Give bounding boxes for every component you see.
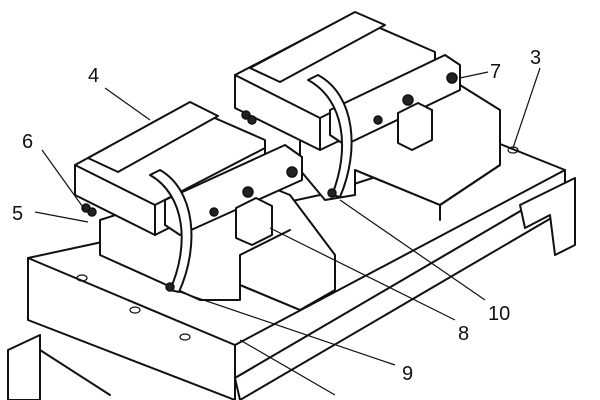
mounting-hole [179,333,191,341]
leader-7 [459,71,489,79]
bolt [81,203,91,213]
fixture-unit-rear [234,11,501,221]
mounting-hole [76,274,88,282]
bolt [165,282,175,292]
bolt [327,188,337,198]
leader-3 [512,67,541,149]
bolt [242,186,254,198]
leader-bottom [239,339,336,396]
bolt [247,115,257,125]
leader-5 [34,211,89,223]
bolt [373,115,383,125]
callout-8: 8 [458,323,469,345]
leader-6 [41,149,86,211]
callouts: 3 4 5 6 7 8 9 10 [12,47,541,385]
bolt [446,72,458,84]
bolt [209,207,219,217]
callout-6: 6 [22,131,33,153]
callout-3: 3 [530,47,541,69]
leader-9 [179,291,396,366]
bolt [241,110,251,120]
leader-8 [269,227,456,321]
callout-5: 5 [12,203,23,225]
callout-7: 7 [490,61,501,83]
bolt [402,94,414,106]
fixture-unit-front [74,101,336,311]
bolt [286,166,298,178]
leader-4 [104,87,151,121]
callout-9: 9 [402,363,413,385]
leader-lines [34,67,541,396]
callout-4: 4 [88,65,99,87]
callout-10: 10 [488,303,510,325]
leader-10 [339,199,486,301]
mounting-hole [129,306,141,314]
